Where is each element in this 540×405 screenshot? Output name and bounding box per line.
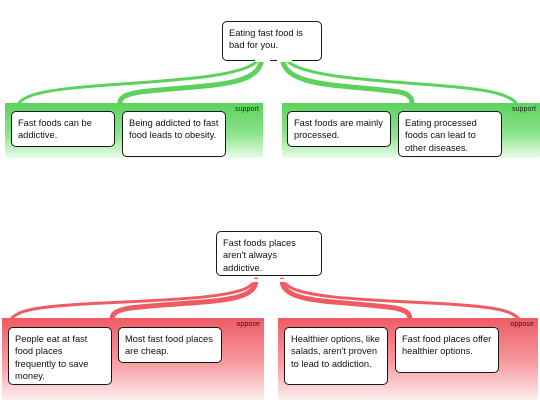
- reason-card[interactable]: People eat at fast food places frequentl…: [8, 327, 112, 385]
- reason-text: Being addicted to fast food leads to obe…: [129, 118, 219, 141]
- connector-right-support-branch: [284, 58, 519, 108]
- connector-left-support-branch: [16, 58, 260, 108]
- group-label: support: [511, 106, 536, 113]
- reason-text: Fast foods can be addictive.: [18, 118, 92, 141]
- group-label: oppose: [510, 321, 534, 328]
- connector-handle: [277, 279, 292, 282]
- reason-text: Fast food places offer healthier options…: [402, 334, 492, 357]
- connector-right-support: [279, 53, 415, 107]
- reason-card[interactable]: Most fast food places are cheap.: [118, 327, 222, 363]
- reason-card[interactable]: Healthier options, like salads, aren't p…: [284, 327, 388, 385]
- claim-card[interactable]: Fast foods places aren't always addictiv…: [216, 231, 322, 276]
- claim-text: Eating fast food is bad for you.: [229, 28, 303, 51]
- reason-card[interactable]: Being addicted to fast food leads to obe…: [122, 111, 226, 157]
- reason-text: People eat at fast food places frequentl…: [15, 334, 89, 382]
- reason-card[interactable]: Fast foods can be addictive.: [11, 111, 115, 147]
- reason-text: Eating processed foods can lead to other…: [405, 118, 477, 153]
- reason-card[interactable]: Eating processed foods can lead to other…: [398, 111, 502, 157]
- reason-text: Most fast food places are cheap.: [125, 334, 213, 357]
- reason-card[interactable]: Fast foods are mainly processed.: [287, 111, 391, 147]
- connector-handle: [277, 59, 292, 62]
- reason-text: Healthier options, like salads, aren't p…: [291, 334, 380, 369]
- reason-text: Fast foods are mainly processed.: [294, 118, 383, 141]
- connector-handle: [255, 59, 270, 62]
- group-label: oppose: [236, 321, 260, 328]
- group-label: support: [234, 106, 259, 113]
- connector-left-oppose-branch: [8, 282, 254, 324]
- connector-left-support: [117, 53, 265, 107]
- claim-card[interactable]: Eating fast food is bad for you.: [222, 21, 322, 61]
- claim-text: Fast foods places aren't always addictiv…: [223, 238, 296, 273]
- reason-card[interactable]: Fast food places offer healthier options…: [395, 327, 499, 373]
- connector-right-oppose: [279, 277, 413, 323]
- connector-handle: [250, 279, 265, 282]
- connector-right-oppose-branch: [284, 282, 522, 324]
- connector-left-oppose: [109, 277, 259, 323]
